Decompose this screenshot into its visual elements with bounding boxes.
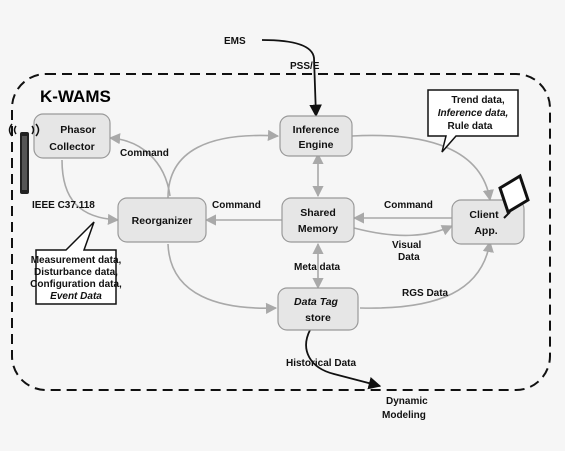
visual-label-line2: Data — [398, 252, 420, 263]
monitor-icon — [498, 173, 530, 219]
inference-label-line2: Engine — [298, 139, 333, 151]
k-wams-boundary — [11, 73, 551, 391]
arrow-datatag-to-client — [359, 240, 494, 309]
trend-line-2: Inference data, — [438, 108, 509, 119]
arrow-reorganizer-to-datatag — [167, 243, 278, 314]
datatag-label-line2: store — [305, 312, 331, 324]
client-label-line2: App. — [474, 225, 497, 237]
trend-line-3: Rule data — [447, 121, 492, 132]
rgs-data-label: RGS Data — [402, 288, 449, 299]
command-label-right: Command — [384, 200, 433, 211]
pmu-antenna-icon — [8, 123, 40, 194]
phasor-label-line2: Collector — [49, 141, 95, 153]
measurement-line-4: Event Data — [50, 291, 102, 302]
dynamic-label-line1: Dynamic — [386, 396, 428, 407]
node-shared-memory: Shared Memory — [281, 197, 355, 243]
pss-label: PSS/E — [290, 61, 320, 72]
trend-line-1: Trend data, — [451, 95, 505, 106]
arrow-reorganizer-to-inference — [167, 129, 280, 199]
node-phasor-collector: Phasor Collector — [33, 113, 111, 159]
arrow-shared-to-client — [353, 225, 454, 237]
command-label-top: Command — [120, 148, 169, 159]
reorganizer-label: Reorganizer — [132, 215, 193, 227]
command-label-mid: Command — [212, 200, 261, 211]
ieee-label: IEEE C37.118 — [32, 200, 95, 211]
node-data-tag-store: Data Tag store — [277, 287, 359, 331]
meta-data-label: Meta data — [294, 262, 341, 273]
measurement-line-1: Measurement data, — [31, 255, 122, 266]
measurement-line-3: Configuration data, — [30, 279, 122, 290]
dataflow-arrows — [61, 129, 494, 314]
shared-label-line2: Memory — [298, 223, 338, 235]
ems-label: EMS — [224, 36, 246, 47]
arrow-phasor-to-reorganizer — [61, 159, 120, 226]
arrow-inference-to-client — [351, 134, 494, 202]
shared-label-line1: Shared — [300, 207, 336, 219]
ems-arrow — [261, 39, 322, 118]
phasor-label-line1: Phasor — [60, 124, 96, 136]
client-label-line1: Client — [469, 209, 499, 221]
arrow-reorganizer-to-phasor — [108, 133, 171, 197]
inference-label-line1: Inference — [293, 124, 340, 136]
node-inference-engine: Inference Engine — [279, 115, 353, 157]
arrow-datatag-to-dynamic — [305, 329, 382, 390]
visual-label-line1: Visual — [392, 240, 421, 251]
node-client-app: Client App. — [451, 199, 525, 245]
dynamic-label-line2: Modeling — [382, 410, 426, 421]
k-wams-title: K-WAMS — [40, 87, 111, 106]
historical-data-label: Historical Data — [286, 358, 356, 369]
node-reorganizer: Reorganizer — [117, 197, 207, 243]
datatag-label-line1: Data Tag — [294, 296, 339, 308]
measurement-line-2: Disturbance data, — [34, 267, 118, 278]
callout-trend-data: Trend data, Inference data, Rule data — [427, 89, 519, 153]
callout-measurement-data: Measurement data, Disturbance data, Conf… — [30, 221, 122, 305]
